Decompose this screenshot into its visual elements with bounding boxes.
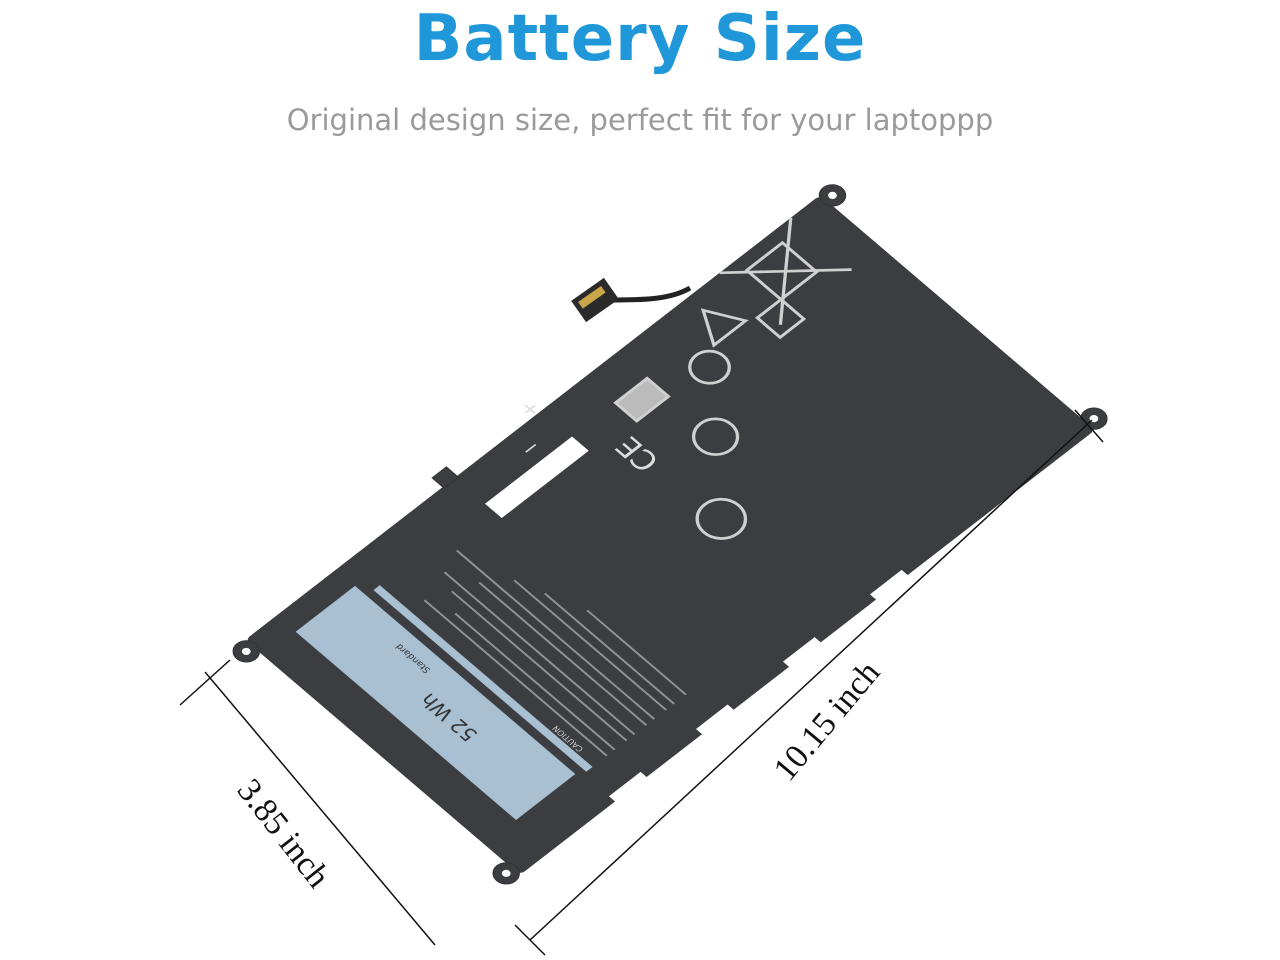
page-subtitle: Original design size, perfect fit for yo…: [286, 103, 994, 137]
ribbon-cable: [571, 277, 692, 323]
recycle-5-icon: [691, 417, 740, 456]
capacity-label-panel: [295, 585, 576, 820]
warning-triangle-icon: [700, 308, 749, 348]
length-dimension-label: 10.15 inch: [767, 654, 888, 788]
length-dimension-line: [514, 409, 1104, 956]
warning-text-lines: [373, 549, 687, 772]
qr-code-icon: [613, 376, 671, 423]
white-slot: [485, 436, 589, 519]
width-dimension-label: 3.85 inch: [230, 772, 337, 894]
page-title: Battery Size: [413, 2, 867, 76]
recycle-icon: [754, 297, 807, 340]
width-dimension-line: [179, 659, 436, 946]
safety-mark-icon: [695, 497, 748, 540]
power-icon: [688, 349, 731, 385]
battery-body: 52 Wh Standard CAUTION CE + −: [232, 184, 1108, 885]
crossed-bin-icon: [719, 217, 852, 325]
